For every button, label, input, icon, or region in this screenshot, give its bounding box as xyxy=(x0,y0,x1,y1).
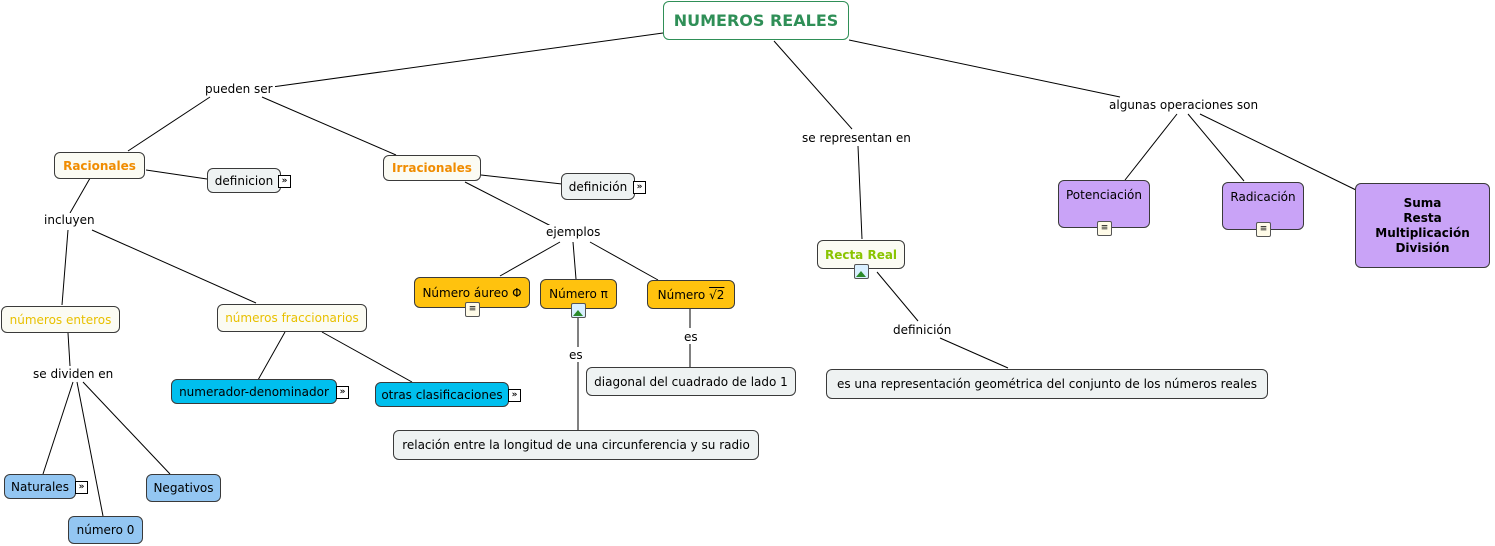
operacion-multiplicacion: Multiplicación xyxy=(1375,225,1470,240)
link-se-representan-en: se representan en xyxy=(800,131,913,145)
link-definicion-recta: definición xyxy=(891,323,954,337)
link-es-sqrt2: es xyxy=(682,330,700,344)
node-numeros-enteros[interactable]: números enteros xyxy=(1,306,120,333)
expand-chevron-icon[interactable]: » xyxy=(278,175,291,188)
link-se-dividen-en: se dividen en xyxy=(31,367,116,381)
operacion-suma: Suma xyxy=(1403,195,1442,210)
expand-chevron-icon[interactable]: » xyxy=(75,481,88,494)
node-definicion-racionales[interactable]: definicion xyxy=(207,168,281,193)
node-numeros-fraccionarios[interactable]: números fraccionarios xyxy=(217,304,367,332)
document-icon[interactable]: ≡ xyxy=(1097,221,1112,236)
node-numero-sqrt2[interactable]: Número √2 xyxy=(647,280,735,309)
link-incluyen: incluyen xyxy=(42,213,97,227)
node-naturales[interactable]: Naturales xyxy=(4,474,76,499)
node-numerador-denominador[interactable]: numerador-denominador xyxy=(171,379,337,404)
node-irracionales[interactable]: Irracionales xyxy=(383,155,481,181)
title-node[interactable]: NUMEROS REALES xyxy=(663,1,849,40)
operacion-resta: Resta xyxy=(1403,210,1442,225)
node-potenciacion[interactable]: Potenciación xyxy=(1058,180,1150,228)
document-icon[interactable]: ≡ xyxy=(465,302,480,317)
node-radicacion[interactable]: Radicación xyxy=(1222,182,1304,230)
expand-chevron-icon[interactable]: » xyxy=(336,386,349,399)
link-es-pi: es xyxy=(567,348,585,362)
link-ejemplos: ejemplos xyxy=(544,225,603,239)
node-operaciones-basicas[interactable]: Suma Resta Multiplicación División xyxy=(1355,183,1490,268)
link-pueden-ser: pueden ser xyxy=(203,82,275,96)
sqrt2-symbol: √2 xyxy=(709,287,725,302)
sqrt2-prefix: Número xyxy=(657,287,706,302)
node-numero-0[interactable]: número 0 xyxy=(68,516,143,544)
document-icon[interactable]: ≡ xyxy=(1256,222,1271,237)
expand-chevron-icon[interactable]: » xyxy=(633,181,646,194)
image-icon[interactable] xyxy=(571,303,586,318)
image-icon[interactable] xyxy=(854,264,869,279)
node-negativos[interactable]: Negativos xyxy=(146,474,221,502)
expand-chevron-icon[interactable]: » xyxy=(508,389,521,402)
link-algunas-operaciones: algunas operaciones son xyxy=(1107,98,1261,112)
node-definicion-irracionales[interactable]: definición xyxy=(561,173,635,200)
operacion-division: División xyxy=(1395,240,1450,255)
node-otras-clasificaciones[interactable]: otras clasificaciones xyxy=(375,382,509,407)
node-racionales[interactable]: Racionales xyxy=(54,152,145,179)
node-representacion[interactable]: es una representación geométrica del con… xyxy=(826,369,1268,399)
node-relacion[interactable]: relación entre la longitud de una circun… xyxy=(393,430,759,460)
node-diagonal[interactable]: diagonal del cuadrado de lado 1 xyxy=(586,367,796,396)
node-numero-aureo[interactable]: Número áureo Φ xyxy=(414,277,530,308)
